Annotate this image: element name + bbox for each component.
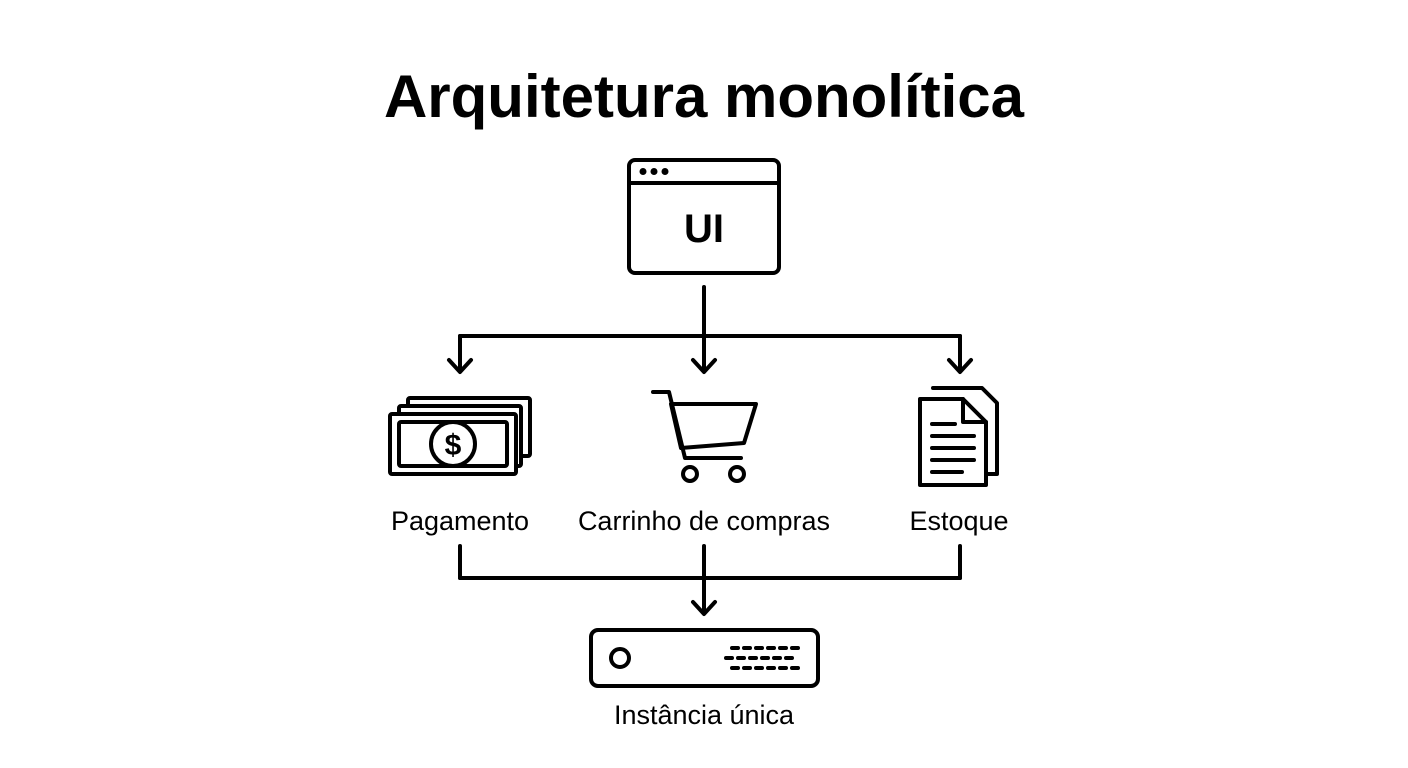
module-label-inventory: Estoque xyxy=(909,506,1008,536)
server-vent-dashes xyxy=(724,646,800,670)
instance-label: Instância única xyxy=(614,700,795,730)
money-bills-icon: $ xyxy=(388,396,532,476)
shopping-cart-icon xyxy=(651,390,758,483)
documents-icon xyxy=(918,386,999,487)
connector-modules-to-instance xyxy=(458,544,962,616)
module-label-payment: Pagamento xyxy=(391,506,529,536)
connector-ui-to-modules xyxy=(447,285,973,374)
ui-label: UI xyxy=(684,207,724,251)
browser-window-icon xyxy=(627,158,781,275)
module-label-cart: Carrinho de compras xyxy=(578,506,830,536)
server-icon xyxy=(589,628,820,688)
diagram-title: Arquitetura monolítica xyxy=(384,63,1025,130)
svg-text:$: $ xyxy=(445,429,462,462)
